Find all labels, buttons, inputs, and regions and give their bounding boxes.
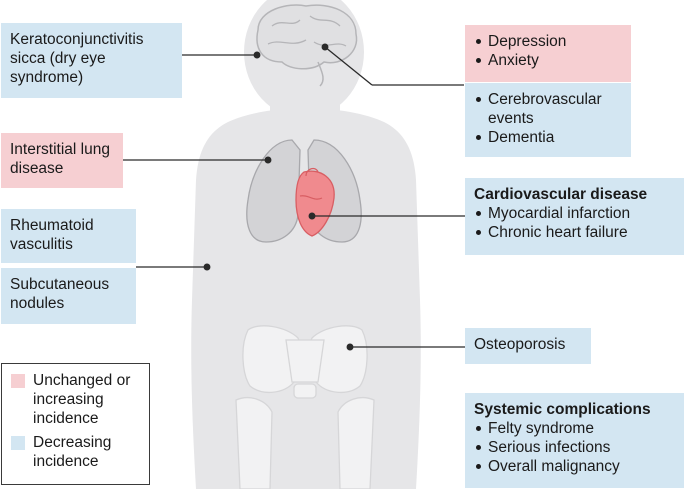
heart-illustration	[295, 167, 335, 237]
box-dry-eye: Keratoconjunctivitis sicca (dry eye synd…	[1, 23, 182, 98]
pelvis-illustration	[235, 325, 375, 489]
body-silhouette	[191, 0, 421, 489]
osteoporosis-label: Osteoporosis	[474, 336, 566, 353]
box-nodules: Subcutaneous nodules	[1, 268, 136, 324]
nodules-label: Subcutaneous nodules	[10, 276, 110, 312]
list-item: Dementia	[474, 128, 622, 147]
cardio-heading: Cardiovascular disease	[474, 186, 648, 203]
box-vasculitis: Rheumatoid vasculitis	[1, 209, 136, 263]
legend-swatch-decreasing	[11, 436, 25, 450]
box-systemic: Systemic complications Felty syndrome Se…	[465, 393, 684, 488]
list-item: Myocardial infarction	[474, 204, 675, 223]
vasculitis-label: Rheumatoid vasculitis	[10, 217, 94, 253]
list-item: Overall malignancy	[474, 457, 675, 476]
list-item: Depression	[474, 32, 622, 51]
legend-label-decreasing: Decreasing incidence	[33, 434, 112, 470]
ild-label: Interstitial lung disease	[10, 141, 110, 177]
list-item: Cerebrovascular events	[474, 90, 622, 128]
list-item: Chronic heart failure	[474, 223, 675, 242]
dry-eye-label: Keratoconjunctivitis sicca (dry eye synd…	[10, 31, 144, 86]
list-item: Anxiety	[474, 51, 622, 70]
legend-label-unchanged: Unchanged or increasing incidence	[33, 372, 131, 427]
box-neuro: Cerebrovascular events Dementia	[465, 83, 631, 157]
systemic-heading: Systemic complications	[474, 401, 651, 418]
legend: Unchanged or increasing incidence Decrea…	[1, 363, 150, 485]
list-item: Serious infections	[474, 438, 675, 457]
legend-swatch-unchanged	[11, 374, 25, 388]
list-item: Felty syndrome	[474, 419, 675, 438]
box-mental-health: Depression Anxiety	[465, 25, 631, 82]
connector-lines	[123, 43, 465, 351]
box-osteoporosis: Osteoporosis	[465, 328, 591, 364]
box-ild: Interstitial lung disease	[1, 133, 123, 188]
box-cardiovascular: Cardiovascular disease Myocardial infarc…	[465, 178, 684, 255]
